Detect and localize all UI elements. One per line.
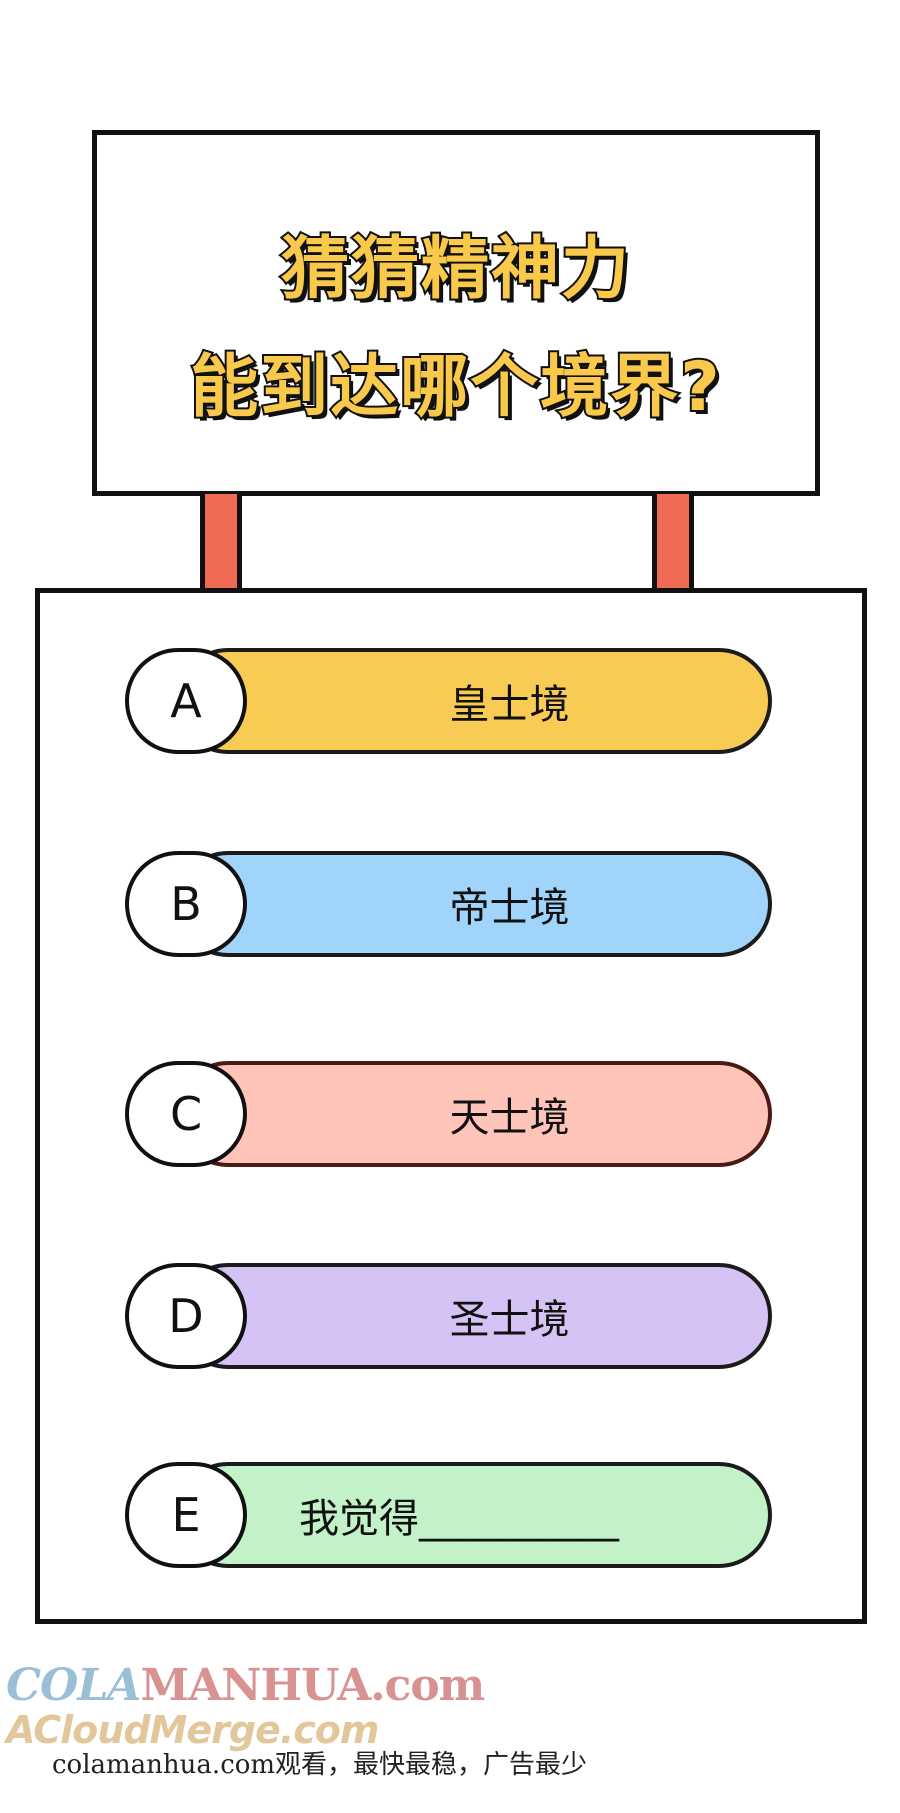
watermark-brand-part1: COLA	[6, 1660, 141, 1711]
option-c-letter: C	[125, 1061, 247, 1167]
watermark-secondary: ACloudMerge.com	[6, 1708, 379, 1752]
title-line-1: 猜猜精神力	[279, 228, 631, 311]
option-c-pill	[175, 1061, 772, 1167]
option-d-label: 圣士境	[449, 1297, 570, 1343]
option-b-letter: B	[125, 851, 247, 957]
option-b-label: 帝士境	[449, 885, 570, 931]
option-c-label: 天士境	[449, 1095, 570, 1141]
option-a-pill	[175, 648, 772, 754]
option-a-label: 皇士境	[449, 682, 570, 728]
option-e[interactable]: E 我觉得__________	[125, 1462, 772, 1568]
option-e-pill	[175, 1462, 772, 1568]
sign-post-right	[652, 494, 694, 590]
watermark-brand: COLAMANHUA.com	[6, 1660, 485, 1711]
sign-post-left	[200, 494, 242, 590]
option-a-letter: A	[125, 648, 247, 754]
watermark-brand-part2: MANHUA.com	[140, 1660, 485, 1711]
option-d-pill	[175, 1263, 772, 1369]
option-e-letter: E	[125, 1462, 247, 1568]
option-c[interactable]: C 天士境	[125, 1061, 772, 1167]
option-d-letter: D	[125, 1263, 247, 1369]
option-b-pill	[175, 851, 772, 957]
title-line-2: 能到达哪个境界?	[188, 346, 722, 429]
option-d[interactable]: D 圣士境	[125, 1263, 772, 1369]
title-sign: 猜猜精神力 能到达哪个境界?	[92, 130, 820, 496]
footer-text: colamanhua.com观看，最快最稳，广告最少	[52, 1750, 588, 1780]
option-e-label: 我觉得__________	[299, 1496, 619, 1542]
option-a[interactable]: A 皇士境	[125, 648, 772, 754]
option-b[interactable]: B 帝士境	[125, 851, 772, 957]
